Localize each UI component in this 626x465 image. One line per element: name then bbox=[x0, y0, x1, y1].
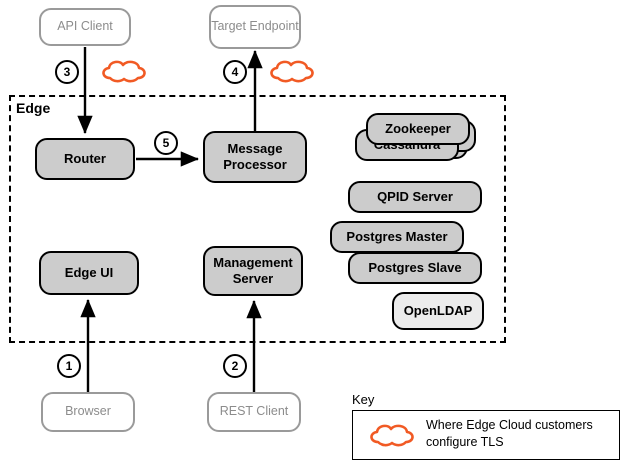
step-marker-4[interactable]: 4 bbox=[223, 60, 247, 84]
node-router[interactable]: Router bbox=[35, 138, 135, 180]
cloud-icon-step4 bbox=[270, 60, 314, 83]
edge-container-boundary bbox=[9, 95, 506, 343]
legend-title: Key bbox=[352, 392, 375, 407]
step-marker-3[interactable]: 3 bbox=[55, 60, 79, 84]
legend-entry-text: Where Edge Cloud customers configure TLS bbox=[426, 418, 593, 449]
node-postgres-slave[interactable]: Postgres Slave bbox=[348, 252, 482, 284]
node-target-endpoint[interactable]: Target Endpoint bbox=[209, 5, 301, 49]
step-marker-1[interactable]: 1 bbox=[57, 354, 81, 378]
step-marker-2[interactable]: 2 bbox=[223, 354, 247, 378]
node-openldap[interactable]: OpenLDAP bbox=[392, 292, 484, 330]
node-api-client[interactable]: API Client bbox=[39, 8, 131, 46]
node-rest-client[interactable]: REST Client bbox=[207, 392, 301, 432]
edge-container-label: Edge bbox=[16, 100, 51, 116]
node-management-server[interactable]: Management Server bbox=[203, 246, 303, 296]
node-browser[interactable]: Browser bbox=[41, 392, 135, 432]
node-qpid-server[interactable]: QPID Server bbox=[348, 181, 482, 213]
legend-box bbox=[352, 410, 620, 460]
cloud-icon-legend bbox=[370, 424, 414, 447]
node-edge-ui[interactable]: Edge UI bbox=[39, 251, 139, 295]
step-marker-5[interactable]: 5 bbox=[154, 131, 178, 155]
node-postgres-master[interactable]: Postgres Master bbox=[330, 221, 464, 253]
node-message-processor[interactable]: Message Processor bbox=[203, 131, 307, 183]
cloud-icon-step3 bbox=[102, 60, 146, 83]
node-zookeeper[interactable]: Zookeeper bbox=[366, 113, 470, 145]
